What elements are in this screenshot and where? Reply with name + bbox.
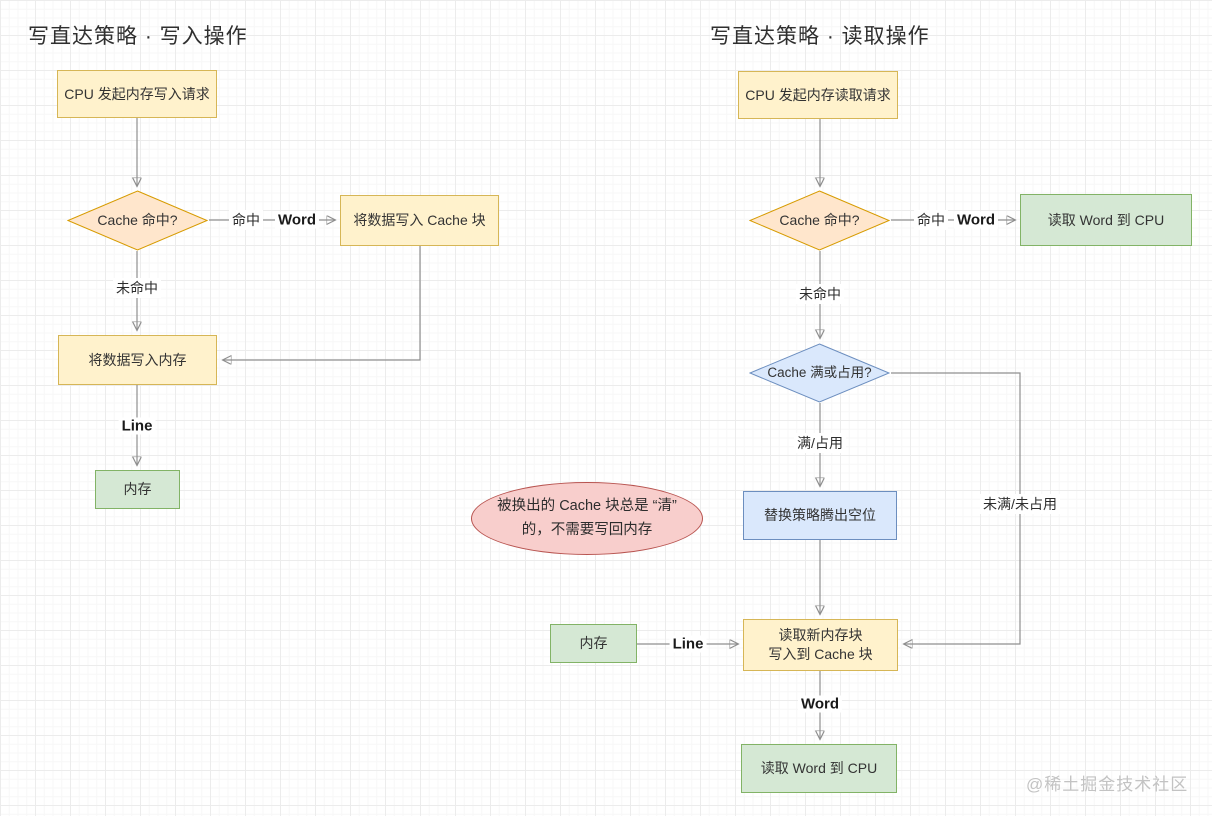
- node-replacement-policy: 替换策略腾出空位: [743, 491, 897, 540]
- note-ellipse: 被换出的 Cache 块总是 “清” 的，不需要写回内存: [471, 482, 703, 555]
- edge-label-miss-left: 未命中: [113, 278, 161, 298]
- node-label-line2: 写入到 Cache 块: [768, 646, 873, 662]
- node-label: 读取 Word 到 CPU: [1047, 211, 1165, 228]
- diamond-shape: [749, 190, 890, 251]
- edge-label-word2-right: Word: [797, 695, 843, 713]
- decision-cache-hit-read: Cache 命中?: [749, 190, 890, 251]
- decision-cache-hit-write: Cache 命中?: [67, 190, 208, 251]
- decision-label: Cache 满或占用?: [767, 364, 872, 380]
- edge-label-line-left: Line: [118, 417, 156, 435]
- edge-label-word-left: Word: [274, 211, 320, 229]
- edge-label-word-right: Word: [953, 211, 999, 229]
- node-label: 将数据写入内存: [88, 351, 187, 368]
- note-line2: 的，不需要写回内存: [521, 521, 653, 538]
- node-memory-left: 内存: [95, 470, 180, 509]
- edge-label-hit-right: 命中: [914, 210, 948, 230]
- node-cpu-write-request: CPU 发起内存写入请求: [57, 70, 217, 118]
- node-label: CPU 发起内存写入请求: [64, 85, 210, 102]
- node-label: CPU 发起内存读取请求: [745, 86, 891, 103]
- node-read-new-block: 读取新内存块 写入到 Cache 块: [743, 619, 898, 671]
- diamond-shape: [749, 343, 890, 403]
- edge-label-not-full: 未满/未占用: [980, 494, 1060, 514]
- diamond-shape: [67, 190, 208, 251]
- right-flow-title: 写直达策略 · 读取操作: [710, 25, 930, 48]
- node-label-line1: 读取新内存块: [778, 627, 863, 644]
- decision-cache-full: Cache 满或占用?: [749, 343, 890, 403]
- node-read-word-to-cpu-bottom: 读取 Word 到 CPU: [741, 744, 897, 793]
- edge-label-line-right: Line: [669, 635, 707, 653]
- decision-label: Cache 命中?: [97, 212, 178, 229]
- decision-label: Cache 命中?: [779, 212, 860, 229]
- node-label: 内存: [579, 635, 608, 652]
- watermark: @稀土掘金技术社区: [1026, 775, 1189, 794]
- node-label: 将数据写入 Cache 块: [353, 212, 486, 229]
- edge-label-full: 满/占用: [794, 433, 846, 453]
- node-label: 内存: [123, 481, 152, 498]
- node-cpu-read-request: CPU 发起内存读取请求: [738, 71, 898, 119]
- note-line1: 被换出的 Cache 块总是 “清”: [497, 498, 677, 515]
- left-flow-title: 写直达策略 · 写入操作: [28, 25, 248, 48]
- node-label: 替换策略腾出空位: [764, 507, 876, 524]
- edge-label-miss-right: 未命中: [796, 284, 844, 304]
- node-memory-right: 内存: [550, 624, 637, 663]
- node-read-word-to-cpu-top: 读取 Word 到 CPU: [1020, 194, 1192, 246]
- edge-label-hit-left: 命中: [229, 210, 263, 230]
- node-label: 读取 Word 到 CPU: [760, 760, 878, 777]
- node-write-data-to-cache: 将数据写入 Cache 块: [340, 195, 499, 246]
- node-write-data-to-memory: 将数据写入内存: [58, 335, 217, 385]
